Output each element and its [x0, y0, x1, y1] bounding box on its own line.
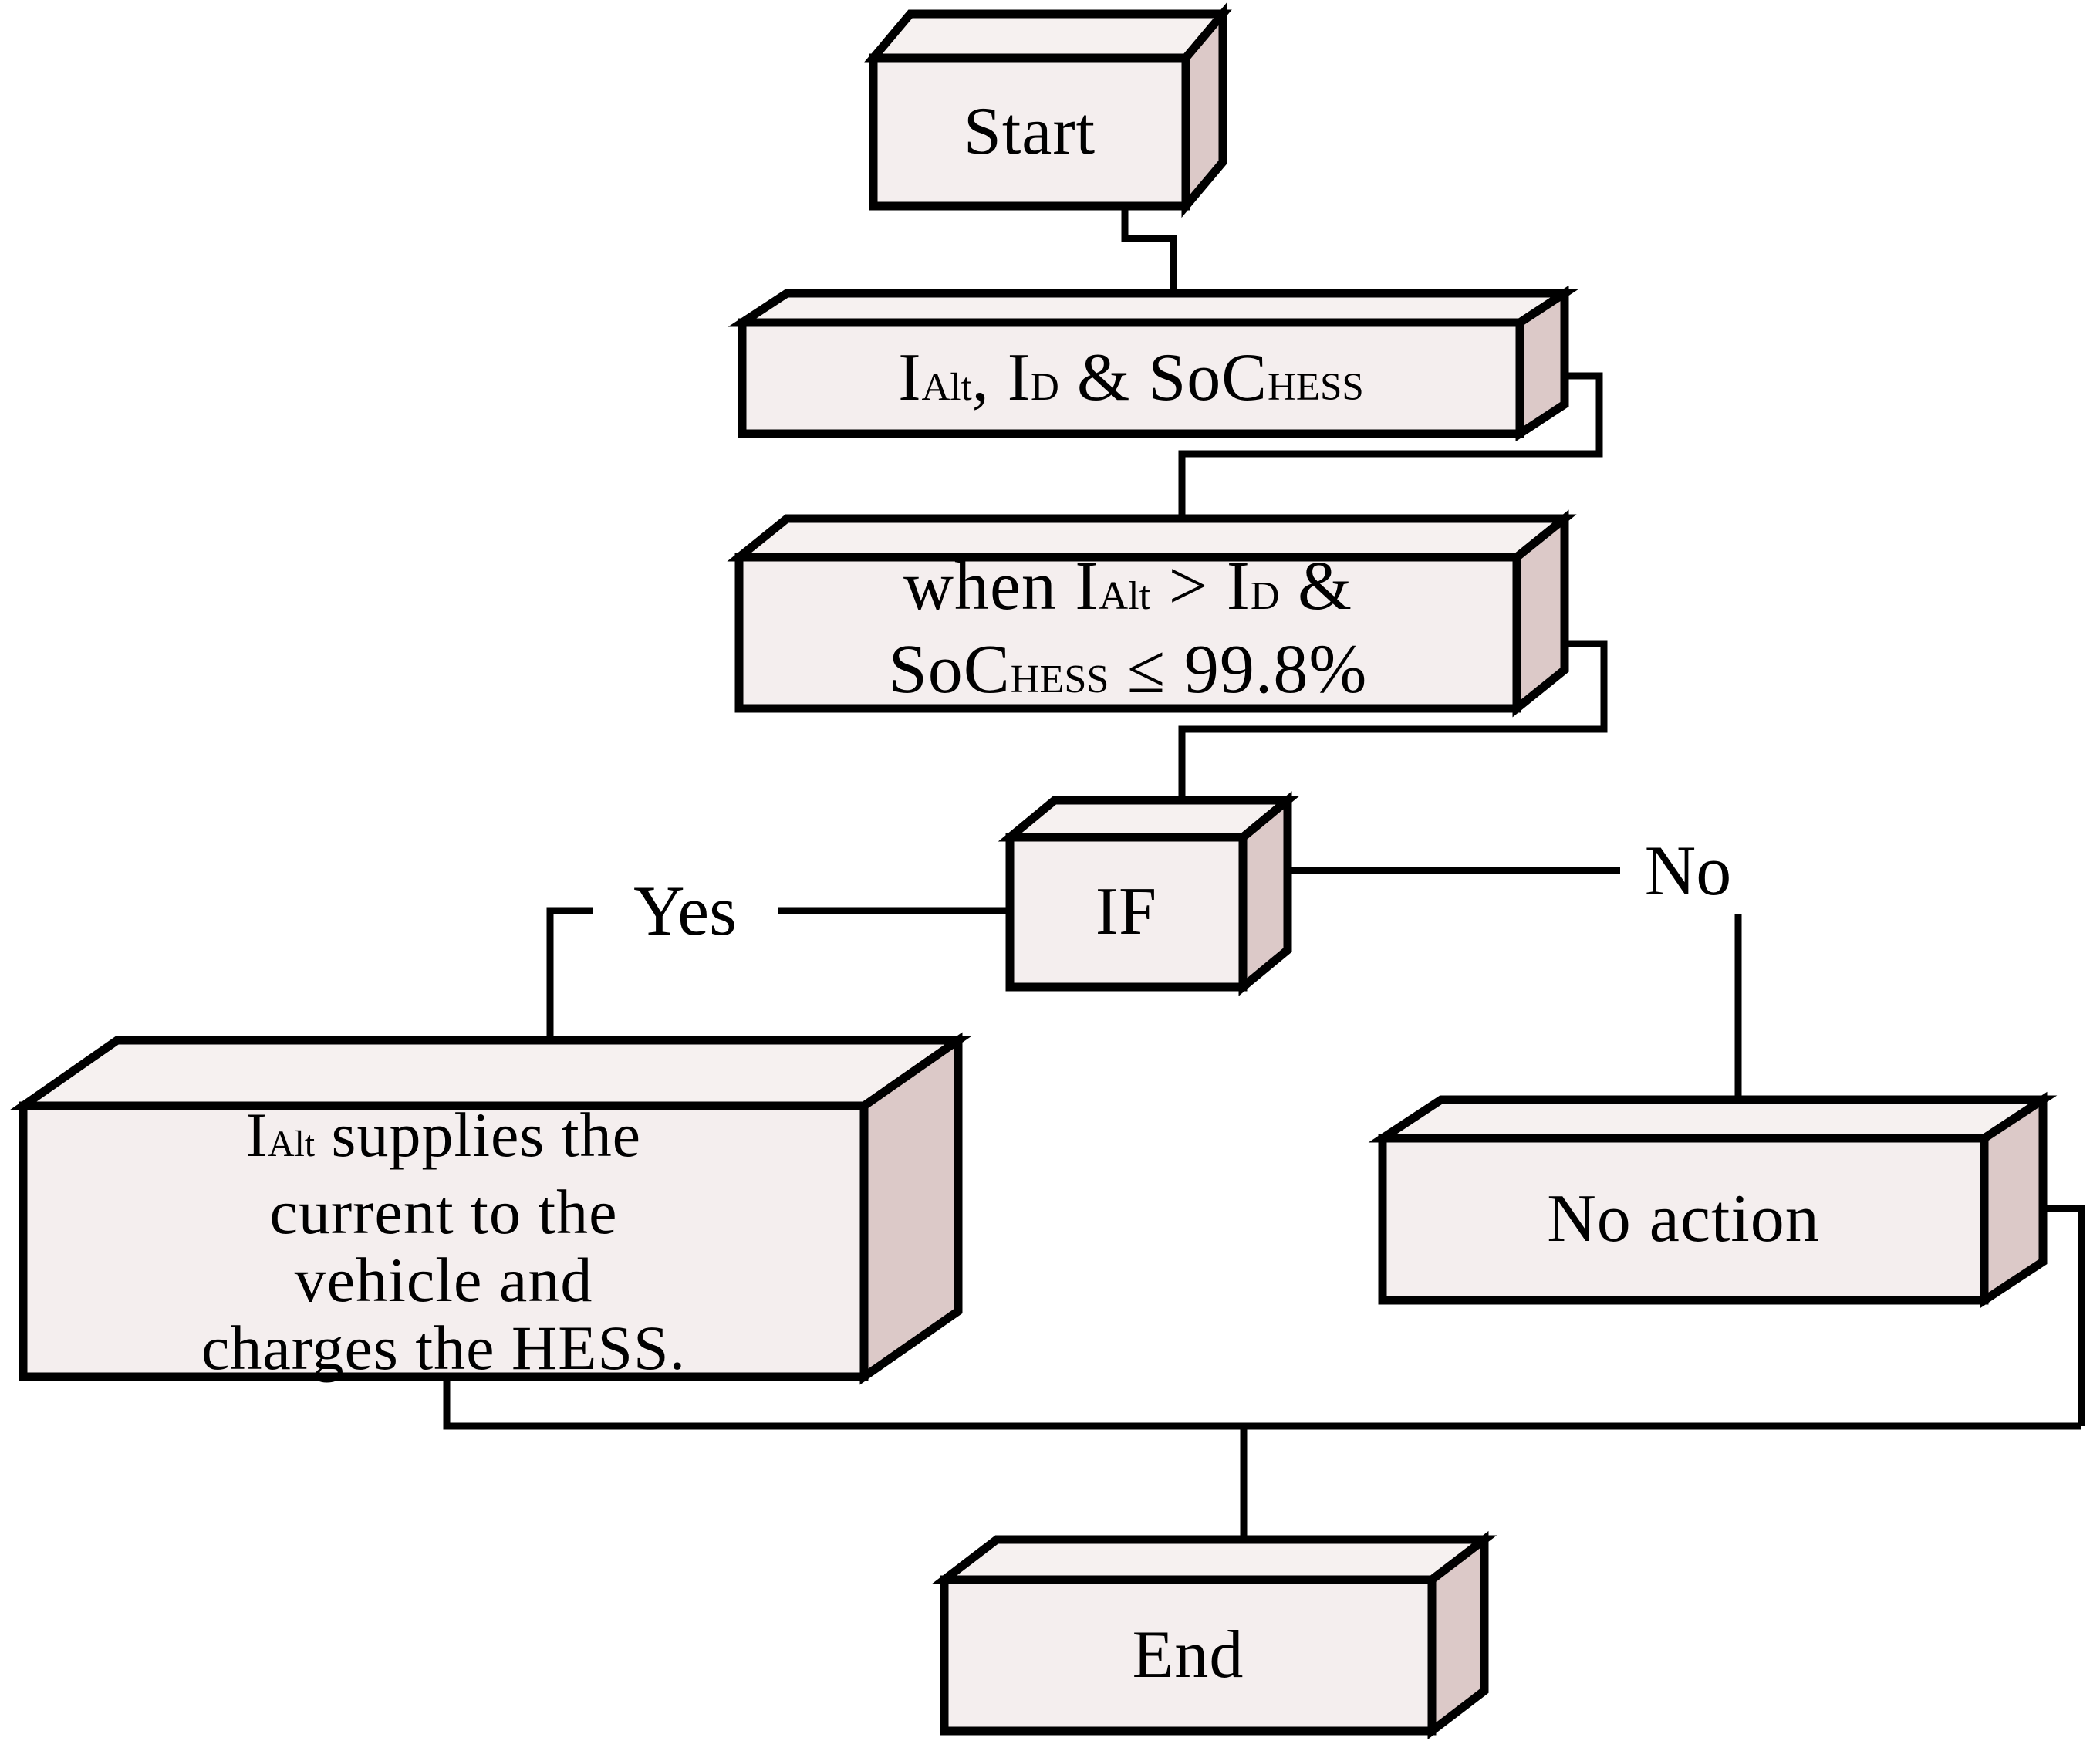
inputs-box: [728, 285, 1579, 442]
start-box-front-face: [869, 53, 1190, 211]
if-box: [998, 791, 1300, 996]
yes-action-line-3: vehicle and: [294, 1244, 593, 1315]
yes-action-box-front-face: [19, 1101, 869, 1381]
if-label: IF: [1010, 837, 1243, 987]
edge-condition-to-if: [1178, 640, 1608, 810]
condition-label: when IAlt > ID & SoCHESS ≤ 99.8%: [739, 549, 1517, 708]
no-branch-label: No: [1619, 823, 1757, 918]
edge-inputs-to-condition: [1178, 372, 1603, 532]
end-label: End: [944, 1580, 1432, 1731]
no-action-box-front-face: [1378, 1134, 1989, 1305]
condition-box: [727, 509, 1577, 718]
condition-line-1: when IAlt > ID &: [903, 548, 1353, 624]
end-box-top-face: [931, 1535, 1497, 1584]
condition-box-side-face: [1512, 509, 1569, 718]
inputs-sub-alt: Alt: [921, 365, 972, 409]
yes-action-line-2: current to the: [269, 1176, 618, 1247]
no-branch-label-text: No: [1644, 831, 1732, 910]
yes-action-line-1: IAlt supplies the: [245, 1099, 642, 1170]
start-box: [864, 2, 1232, 218]
if-label-text: IF: [1095, 874, 1158, 949]
inputs-box-side-face: [1515, 285, 1569, 442]
no-action-label: No action: [1383, 1138, 1984, 1300]
inputs-sub-d: D: [1031, 365, 1059, 409]
edge-no-action-to-junction: [2033, 1205, 2085, 1426]
condition-sub-alt: Alt: [1099, 573, 1151, 618]
inputs-box-front-face: [738, 318, 1524, 438]
if-box-side-face: [1238, 791, 1292, 996]
start-box-top-face: [864, 9, 1232, 63]
start-label-text: Start: [963, 93, 1096, 169]
condition-box-front-face: [734, 553, 1521, 713]
edge-start-to-inputs: [1121, 201, 1177, 305]
condition-sub-hess: HESS: [1010, 657, 1109, 701]
if-box-front-face: [1005, 833, 1248, 992]
end-label-text: End: [1132, 1617, 1244, 1692]
condition-line-2: SoCHESS ≤ 99.8%: [888, 631, 1368, 708]
no-action-box-top-face: [1368, 1095, 2058, 1143]
inputs-box-top-face: [728, 289, 1579, 327]
inputs-sub-hess: HESS: [1268, 365, 1364, 409]
yes-action-sub-alt: Alt: [268, 1124, 316, 1165]
inputs-label: IAlt, ID & SoCHESS: [742, 323, 1520, 434]
no-action-box: [1368, 1091, 2058, 1309]
inputs-label-text: IAlt, ID & SoCHESS: [898, 340, 1364, 415]
start-label: Start: [873, 58, 1186, 206]
yes-branch-label: Yes: [593, 863, 778, 958]
no-action-label-text: No action: [1547, 1181, 1820, 1256]
yes-action-box: [9, 1032, 972, 1385]
yes-action-line-4: charges the HESS.: [201, 1312, 687, 1383]
end-box-front-face: [940, 1575, 1437, 1736]
yes-branch-label-text: Yes: [633, 871, 737, 950]
no-action-box-side-face: [1980, 1091, 2048, 1309]
yes-action-box-top-face: [9, 1036, 972, 1110]
end-box: [931, 1530, 1497, 1740]
yes-action-label: IAlt supplies the current to the vehicle…: [23, 1100, 864, 1381]
edge-yes-branch: [546, 907, 1015, 1050]
condition-sub-d: D: [1250, 573, 1280, 618]
edge-yes-action-to-junction: [443, 1370, 2081, 1430]
